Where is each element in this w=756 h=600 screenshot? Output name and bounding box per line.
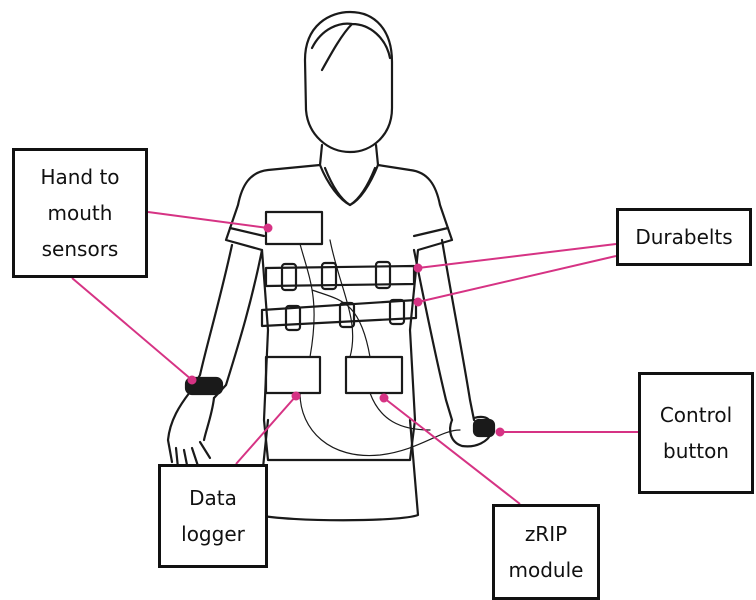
sleeve-left	[228, 226, 266, 238]
v-neck	[323, 166, 377, 207]
leader-dot	[413, 263, 423, 273]
label-line: zRIP	[524, 522, 568, 546]
zrip-module-label: zRIP module	[492, 504, 600, 600]
belt-upper	[264, 264, 416, 288]
label-line: logger	[181, 522, 245, 546]
durabelts-label: Durabelts	[616, 208, 752, 266]
wire	[299, 239, 461, 457]
belt-clip	[320, 261, 338, 291]
leader-dot	[379, 393, 389, 403]
leader-durabelts-upper	[417, 243, 617, 269]
belt-lower	[260, 298, 418, 328]
belt-clip	[374, 260, 392, 290]
skirt-outline	[256, 418, 420, 522]
neck-outline	[318, 143, 380, 167]
data-logger-device	[264, 355, 322, 395]
hair-line	[310, 22, 392, 72]
leader-zrip	[383, 397, 521, 505]
data-logger-label: Data logger	[158, 464, 268, 568]
zrip-module-device	[344, 355, 404, 395]
leader-hand-chest	[147, 211, 269, 229]
leader-dot	[413, 297, 423, 307]
label-line: button	[663, 439, 729, 463]
label-line: module	[508, 558, 584, 582]
leader-dot	[495, 427, 505, 437]
belt-clip	[280, 262, 298, 292]
sleeve-right	[412, 226, 450, 238]
left-arm	[188, 243, 264, 400]
label-line: Data	[189, 486, 237, 510]
leader-dot	[263, 223, 273, 233]
leader-hand-wrist	[71, 277, 193, 381]
chest-sensor	[264, 210, 324, 246]
belt-clip	[388, 298, 406, 326]
belt-clip	[284, 304, 302, 332]
head-outline	[303, 10, 394, 154]
label-line: mouth	[47, 201, 113, 225]
label-line: Control	[659, 403, 733, 427]
label-line: Hand to	[40, 165, 120, 189]
leader-logger	[235, 395, 297, 465]
left-hand	[166, 390, 216, 472]
leader-dot	[291, 391, 301, 401]
leader-dot	[187, 375, 197, 385]
label-line: Durabelts	[635, 225, 733, 249]
control-button-label: Control button	[638, 372, 754, 494]
label-line: sensors	[41, 237, 119, 261]
hand-to-mouth-sensors-label: Hand to mouth sensors	[12, 148, 148, 278]
leader-durabelts-lower	[417, 255, 617, 303]
control-button-device	[472, 418, 496, 438]
